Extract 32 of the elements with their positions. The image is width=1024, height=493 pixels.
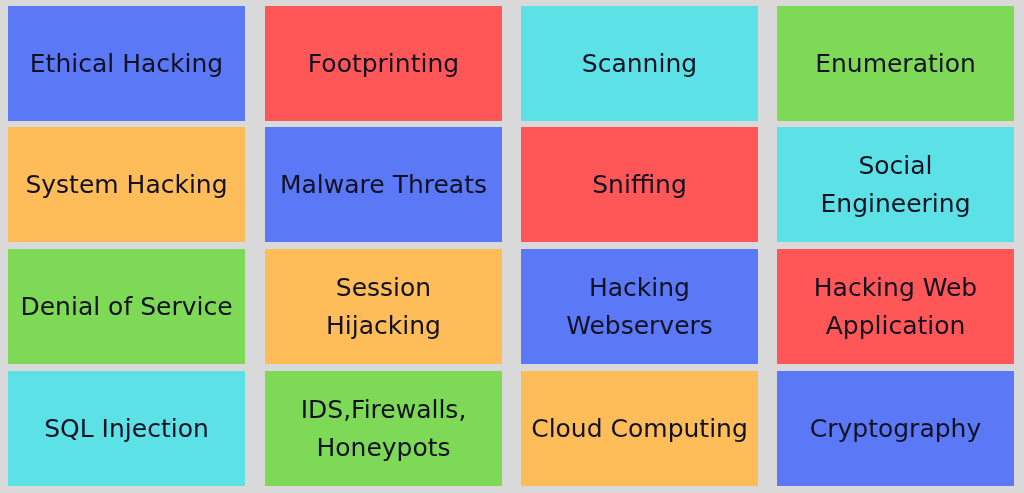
topic-label: Session Hijacking xyxy=(325,272,442,342)
topic-label: Scanning xyxy=(581,47,698,80)
topic-label: Ethical Hacking xyxy=(29,47,224,80)
topic-card xyxy=(265,127,502,242)
topic-label: System Hacking xyxy=(25,168,228,201)
topic-label: Denial of Service xyxy=(20,290,233,323)
topic-label: Malware Threats xyxy=(280,168,487,201)
topic-card xyxy=(777,127,1014,242)
topic-label: SQL Injection xyxy=(44,412,209,445)
topic-card xyxy=(777,249,1014,364)
topic-card xyxy=(265,249,502,364)
topic-card xyxy=(521,249,758,364)
topic-label: Hacking Web Application xyxy=(812,272,979,342)
topic-card xyxy=(521,6,758,121)
topic-label: Sniffing xyxy=(592,168,687,201)
topic-card xyxy=(777,371,1014,486)
topic-label: Footprinting xyxy=(307,47,460,80)
topic-label: Cloud Computing xyxy=(531,412,748,445)
topic-card xyxy=(265,371,502,486)
topic-label: IDS,Firewalls, Honeypots xyxy=(299,394,468,464)
topic-card xyxy=(8,6,245,121)
topic-card xyxy=(521,127,758,242)
topic-card xyxy=(265,6,502,121)
topic-label: Enumeration xyxy=(815,47,976,80)
topic-label: Hacking Webservers xyxy=(565,272,714,342)
topic-label: Cryptography xyxy=(809,412,982,445)
topic-card xyxy=(8,371,245,486)
topic-card xyxy=(777,6,1014,121)
topic-card xyxy=(8,249,245,364)
topic-card xyxy=(8,127,245,242)
topic-card xyxy=(521,371,758,486)
topic-label: Social Engineering xyxy=(819,150,972,220)
